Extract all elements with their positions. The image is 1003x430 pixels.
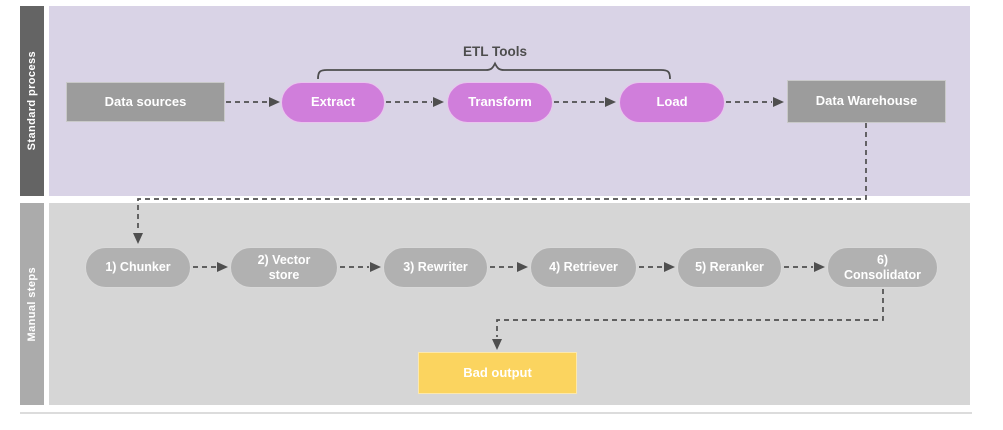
- lane-header-manual-steps: Manual steps: [20, 203, 44, 405]
- node-load[interactable]: Load: [619, 82, 725, 123]
- node-transform[interactable]: Transform: [447, 82, 553, 123]
- lane-header-standard-process: Standard process: [20, 6, 44, 196]
- standard-process-label: Standard process: [26, 51, 38, 151]
- node-extract[interactable]: Extract: [281, 82, 385, 123]
- etl-tools-group-label: ETL Tools: [463, 44, 527, 59]
- node-reranker[interactable]: 5) Reranker: [677, 247, 782, 288]
- manual-steps-label: Manual steps: [26, 266, 38, 342]
- node-bad-output[interactable]: Bad output: [418, 352, 577, 394]
- node-data-sources[interactable]: Data sources: [66, 82, 225, 122]
- node-vector-store[interactable]: 2) Vector store: [230, 247, 338, 288]
- node-chunker[interactable]: 1) Chunker: [85, 247, 191, 288]
- node-data-warehouse[interactable]: Data Warehouse: [787, 80, 946, 123]
- node-rewriter[interactable]: 3) Rewriter: [383, 247, 488, 288]
- bottom-divider-line: [20, 412, 972, 414]
- node-retriever[interactable]: 4) Retriever: [530, 247, 637, 288]
- node-consolidator[interactable]: 6) Consolidator: [827, 247, 938, 288]
